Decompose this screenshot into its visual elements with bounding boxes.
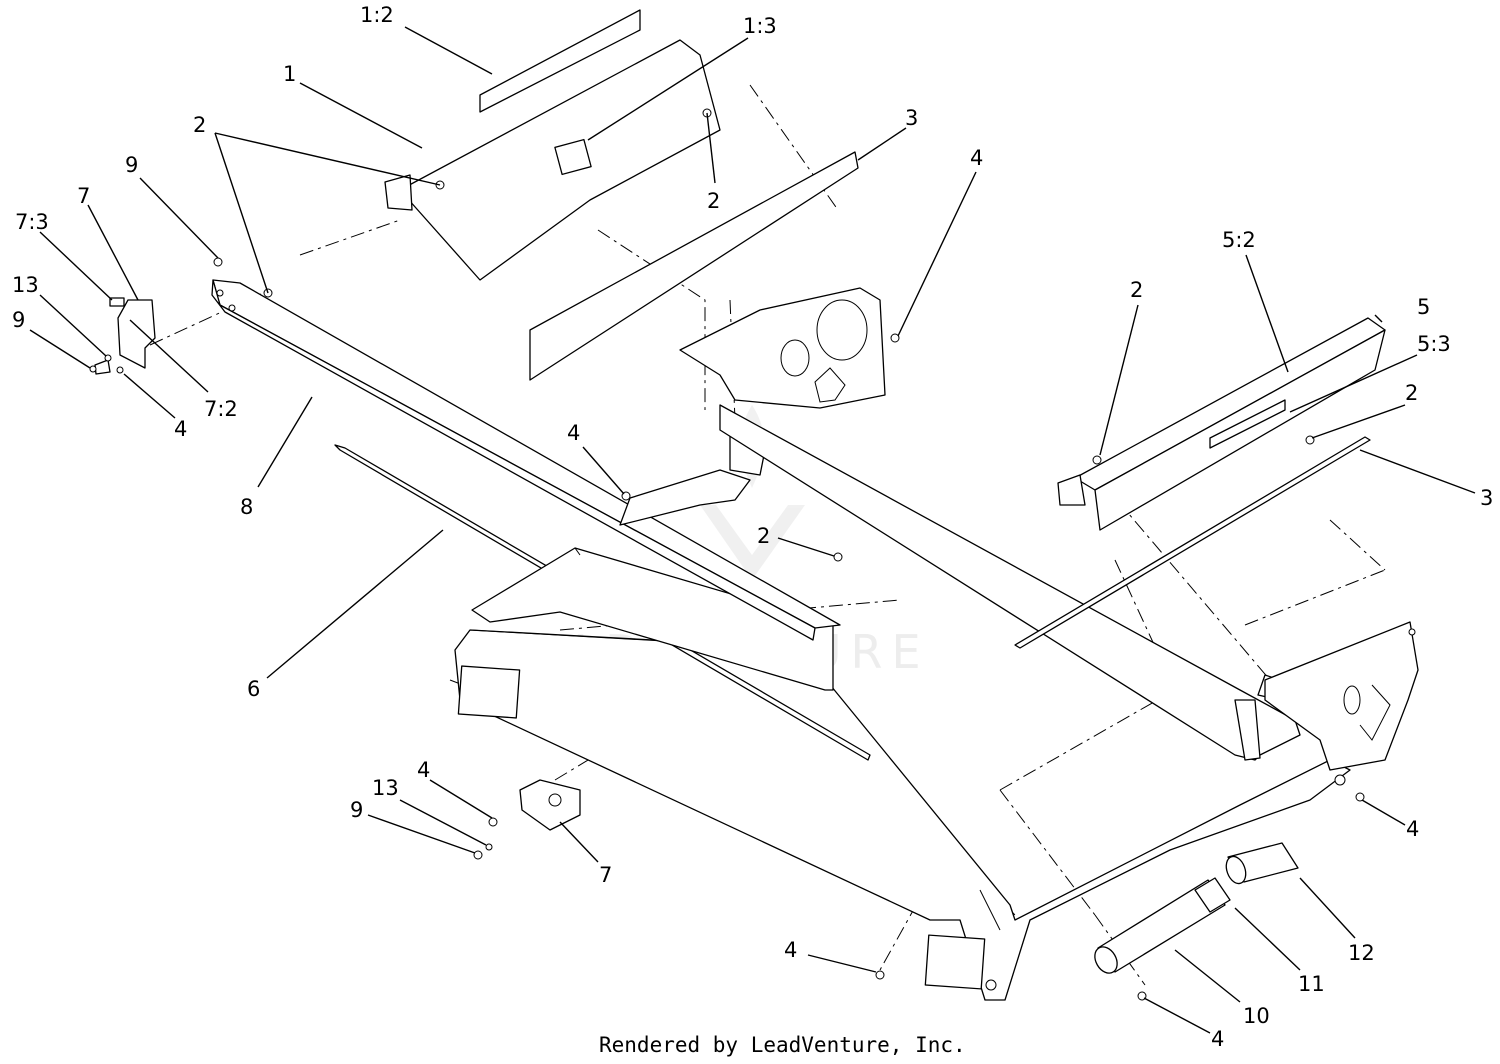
callout-7-3: 7:3 <box>15 210 49 234</box>
left-bracket-7 <box>94 297 156 375</box>
callout-3: 3 <box>1480 486 1493 510</box>
callout-2: 2 <box>707 189 720 213</box>
callout-9: 9 <box>12 308 25 332</box>
leader-lines <box>29 26 1476 1034</box>
callout-7: 7 <box>77 184 90 208</box>
callout-2: 2 <box>1130 278 1143 302</box>
callout-4: 4 <box>784 938 797 962</box>
callout-4: 4 <box>567 421 580 445</box>
right-end-plate <box>1264 621 1419 786</box>
main-deck-chassis <box>454 629 1351 1001</box>
watermark-logo <box>700 405 805 580</box>
callout-9: 9 <box>350 798 363 822</box>
callout-7: 7 <box>599 863 612 887</box>
callout-3: 3 <box>905 106 918 130</box>
callout-1-3: 1:3 <box>743 14 777 38</box>
callout-4: 4 <box>1211 1027 1224 1051</box>
callout-5-3: 5:3 <box>1417 332 1451 356</box>
tube-parts <box>1094 842 1299 974</box>
right-baffle-3 <box>1014 436 1371 649</box>
callout-1: 1 <box>283 62 296 86</box>
callout-2: 2 <box>757 524 770 548</box>
callout-8: 8 <box>240 495 253 519</box>
callout-4: 4 <box>417 758 430 782</box>
callout-4: 4 <box>1406 817 1419 841</box>
callout-1-2: 1:2 <box>360 3 394 27</box>
callout-5-2: 5:2 <box>1222 228 1256 252</box>
callout-2: 2 <box>193 113 206 137</box>
callout-13: 13 <box>372 776 399 800</box>
callout-labels: 1:2 1:3 1 2 3 2 4 9 7 7:3 13 9 4 7:2 8 5… <box>12 3 1493 1051</box>
callout-7-2: 7:2 <box>204 397 238 421</box>
top-baffle-3 <box>529 151 859 381</box>
rendered-by-credit: Rendered by LeadVenture, Inc. <box>599 1033 966 1057</box>
top-baffle-1 <box>384 9 721 281</box>
callout-5: 5 <box>1417 295 1430 319</box>
hardware-fasteners <box>89 108 1365 1001</box>
callout-6: 6 <box>247 677 260 701</box>
callout-2: 2 <box>1405 381 1418 405</box>
callout-9: 9 <box>125 153 138 177</box>
right-rear-plate <box>679 287 886 409</box>
lower-bracket-7 <box>519 779 581 831</box>
callout-12: 12 <box>1348 941 1375 965</box>
callout-4: 4 <box>174 417 187 441</box>
callout-4: 4 <box>970 146 983 170</box>
callout-13: 13 <box>12 273 39 297</box>
long-channel-8 <box>211 279 841 641</box>
channel-5 <box>1057 317 1386 531</box>
callout-10: 10 <box>1243 1004 1270 1028</box>
left-rail <box>334 444 871 761</box>
callout-11: 11 <box>1298 972 1325 996</box>
